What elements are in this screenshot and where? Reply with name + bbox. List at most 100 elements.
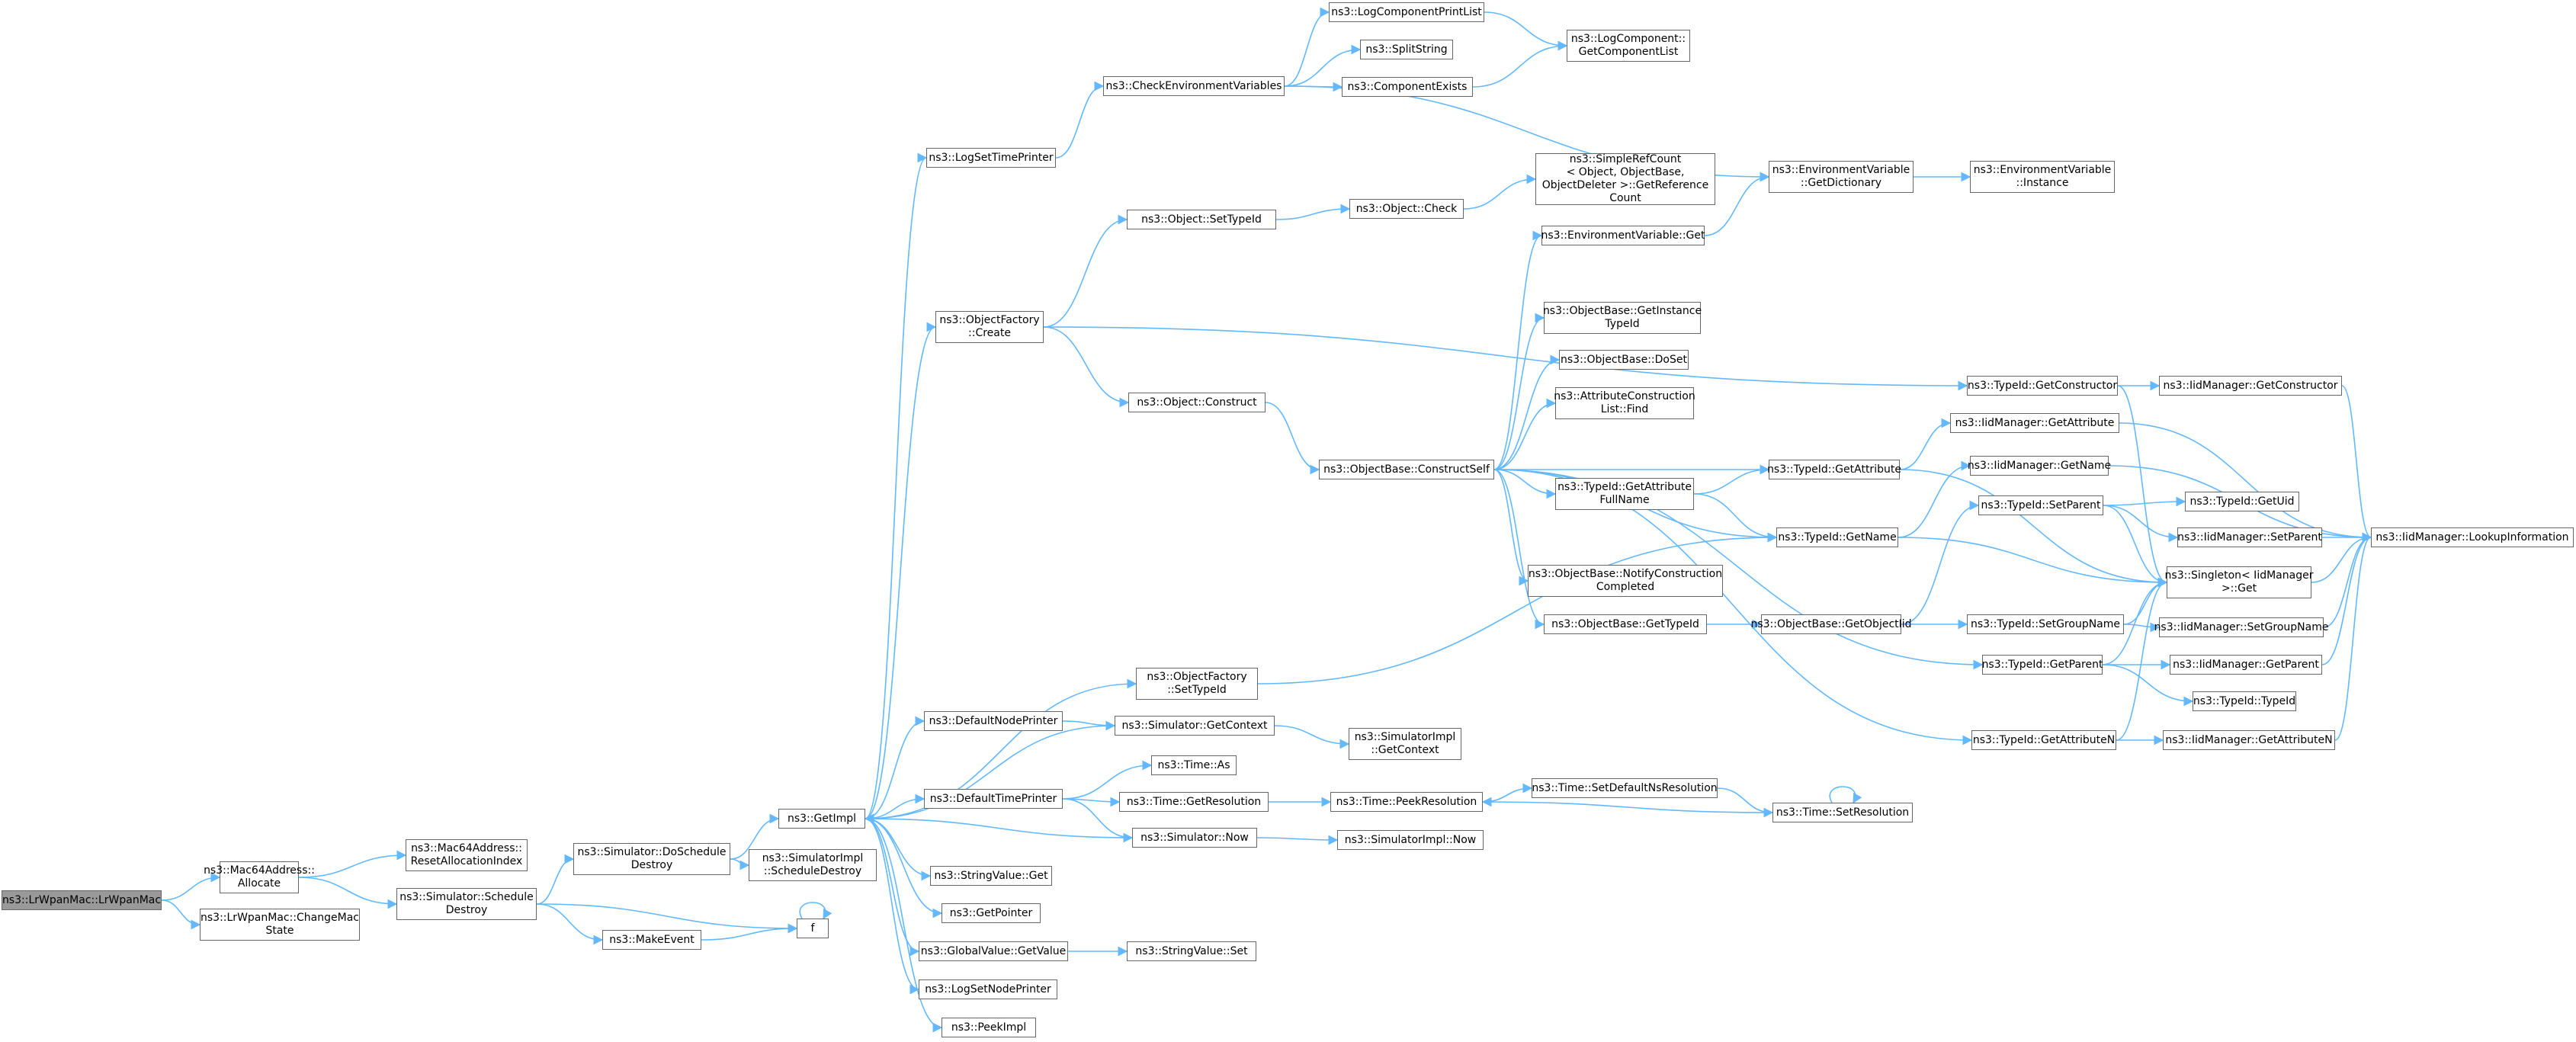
node-label-line: ns3::Simulator::Schedule [399,891,534,903]
node-n30[interactable]: ns3::ComponentExists [1342,77,1473,97]
node-n49[interactable]: ns3::ObjectBase::GetObjectIid [1750,614,1912,634]
node-n64[interactable]: ns3::IidManager::GetParent [2170,655,2322,675]
node-n57[interactable]: ns3::TypeId::SetGroupName [1967,614,2124,634]
node-label-line: GetComponentList [1578,46,1679,58]
node-n22[interactable]: ns3::ObjectFactory::SetTypeId [1136,668,1258,700]
edge-n19-n29 [1284,44,1362,87]
edge-n6-n7 [701,923,798,941]
edge-n1-n3 [298,850,407,878]
node-n21[interactable]: ns3::Object::Construct [1128,393,1266,412]
node-n55[interactable]: ns3::TypeId::SetParent [1978,495,2103,515]
edge-n53-n67 [2119,422,2372,543]
node-n17[interactable]: ns3::LogSetNodePrinter [919,979,1057,999]
node-n61[interactable]: ns3::TypeId::GetUid [2185,492,2299,511]
node-n15[interactable]: ns3::GetPointer [942,903,1041,923]
node-n12[interactable]: ns3::DefaultNodePrinter [924,711,1063,731]
node-n60[interactable]: ns3::IidManager::GetConstructor [2159,376,2342,396]
node-n13[interactable]: ns3::DefaultTimePrinter [924,789,1063,809]
node-n0[interactable]: ns3::LrWpanMac::LrWpanMac [2,890,162,910]
node-n37[interactable]: ns3::SimpleRefCount< Object, ObjectBase,… [1535,153,1715,205]
edge-n48-n54 [1898,460,1971,538]
node-n25[interactable]: ns3::Time::GetResolution [1119,792,1269,812]
edge-n48-n56 [1898,537,2168,588]
node-label-line: ::SetTypeId [1167,684,1227,696]
node-n59[interactable]: ns3::TypeId::GetAttributeN [1971,730,2116,750]
edge-n4-n5 [536,854,575,905]
edge-n59-n56 [2116,577,2168,741]
edge-n58-n56 [2102,577,2168,665]
node-label-line: ns3::TypeId::GetUid [2189,495,2295,508]
edge-n47-n53 [1899,418,1952,470]
node-n66[interactable]: ns3::IidManager::GetAttributeN [2163,730,2335,750]
node-n29[interactable]: ns3::SplitString [1360,40,1453,59]
node-label-line: ::Create [968,327,1011,339]
node-n34[interactable]: ns3::Time::PeekResolution [1330,792,1483,812]
node-n9[interactable]: ns3::SimulatorImpl::ScheduleDestroy [749,849,877,881]
node-label-line: ns3::StringValue::Set [1135,944,1248,957]
node-n19[interactable]: ns3::CheckEnvironmentVariables [1103,76,1285,96]
node-n45[interactable]: ns3::Time::SetDefaultNsResolution [1532,778,1718,798]
node-label-line: ns3::ObjectBase::DoSet [1561,353,1687,366]
node-label-line: ns3::IidManager::GetAttributeN [2165,733,2333,746]
node-n35[interactable]: ns3::SimulatorImpl::Now [1337,830,1484,850]
node-label-line: ns3::ObjectBase::NotifyConstruction [1528,568,1723,580]
node-n8[interactable]: ns3::GetImpl [778,809,865,829]
edge-n55-n61 [2103,496,2186,507]
node-label-line: ns3::GetImpl [787,812,856,825]
node-n33[interactable]: ns3::SimulatorImpl::GetContext [1349,728,1461,760]
node-n31[interactable]: ns3::Object::Check [1349,199,1464,219]
node-n26[interactable]: ns3::Simulator::Now [1132,828,1257,848]
node-n56[interactable]: ns3::Singleton< IidManager>::Get [2165,566,2313,598]
node-n3[interactable]: ns3::Mac64Address::ResetAllocationIndex [406,839,528,871]
node-n50[interactable]: ns3::Time::SetResolution [1772,803,1913,822]
node-n7[interactable]: f [797,919,829,938]
node-label-line: ns3::Mac64Address:: [411,842,522,854]
edge-n66-n67 [2334,532,2372,741]
node-label-line: ns3::TypeId::SetGroupName [1970,617,2121,630]
node-n6[interactable]: ns3::MakeEvent [602,930,701,950]
node-n24[interactable]: ns3::Time::As [1151,755,1237,775]
node-n40[interactable]: ns3::ObjectBase::DoSet [1559,350,1689,370]
node-n10[interactable]: ns3::LogSetTimePrinter [926,148,1056,168]
node-n67[interactable]: ns3::IidManager::LookupInformation [2371,527,2574,547]
node-n16[interactable]: ns3::GlobalValue::GetValue [919,941,1068,961]
edge-n55-n62 [2103,505,2179,543]
node-n65[interactable]: ns3::TypeId::TypeId [2193,691,2296,711]
node-n38[interactable]: ns3::EnvironmentVariable::Get [1541,226,1705,245]
node-n54[interactable]: ns3::IidManager::GetName [1968,456,2111,476]
node-n46[interactable]: ns3::EnvironmentVariable::GetDictionary [1769,161,1914,193]
edge-n32-n42 [1493,469,1557,499]
node-n63[interactable]: ns3::IidManager::SetGroupName [2154,617,2328,637]
node-n48[interactable]: ns3::TypeId::GetName [1776,527,1898,547]
edge-n21-n32 [1265,402,1320,475]
node-n36[interactable]: ns3::LogComponent::GetComponentList [1567,30,1690,62]
node-n18[interactable]: ns3::PeekImpl [942,1018,1036,1037]
node-n62[interactable]: ns3::IidManager::SetParent [2177,527,2322,547]
node-n44[interactable]: ns3::ObjectBase::GetTypeId [1544,614,1707,634]
node-n58[interactable]: ns3::TypeId::GetParent [1982,655,2103,675]
node-n51[interactable]: ns3::EnvironmentVariable::Instance [1970,161,2115,193]
node-n27[interactable]: ns3::StringValue::Set [1127,941,1256,961]
node-n47[interactable]: ns3::TypeId::GetAttribute [1767,460,1901,479]
node-n23[interactable]: ns3::Simulator::GetContext [1115,716,1275,736]
node-n14[interactable]: ns3::StringValue::Get [930,866,1052,886]
edge-n50-n50 [1829,786,1862,804]
edge-n4-n7 [536,903,798,934]
node-n52[interactable]: ns3::TypeId::GetConstructor [1967,376,2118,396]
node-n53[interactable]: ns3::IidManager::GetAttribute [1950,413,2119,433]
node-n28[interactable]: ns3::LogComponentPrintList [1329,2,1484,22]
node-n11[interactable]: ns3::ObjectFactory::Create [935,311,1044,343]
node-n1[interactable]: ns3::Mac64Address::Allocate [204,861,315,893]
node-n20[interactable]: ns3::Object::SetTypeId [1127,210,1276,229]
edge-n10-n19 [1055,81,1105,159]
node-n32[interactable]: ns3::ObjectBase::ConstructSelf [1319,460,1494,479]
